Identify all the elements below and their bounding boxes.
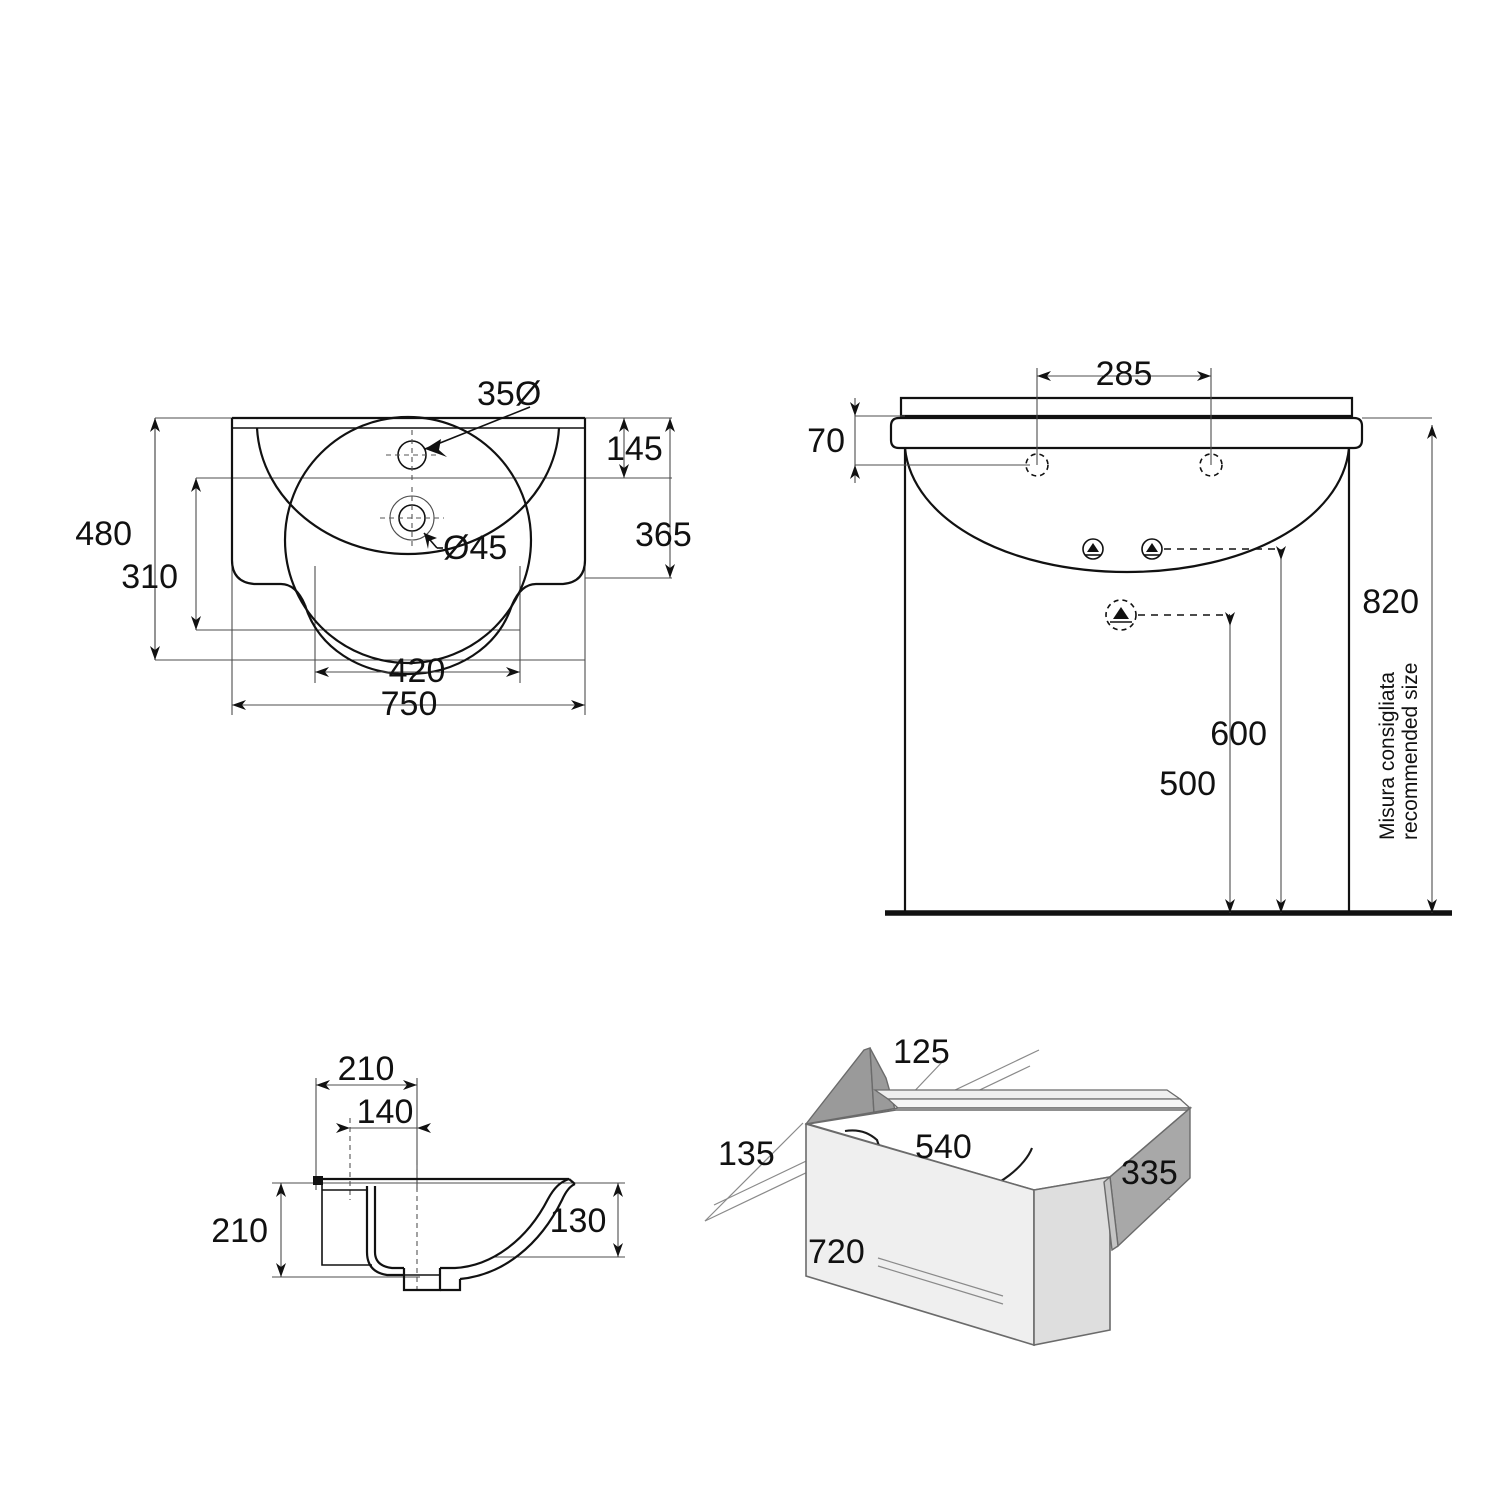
elevation-view-group: 285 70 600 500 <box>807 355 1452 916</box>
plan-basin-outline <box>230 415 587 676</box>
elevation-dim-500-label: 500 <box>1159 765 1216 803</box>
plan-dim-bowl-depth <box>191 478 201 630</box>
cabinet-dim-135-label: 135 <box>718 1135 775 1173</box>
plan-view-group: 35Ø Ø45 480 310 420 <box>75 375 691 723</box>
elevation-dim-600-label: 600 <box>1210 715 1267 753</box>
cabinet-dim-720-label: 720 <box>808 1233 865 1271</box>
elevation-unit-outline <box>903 448 1351 913</box>
elevation-dim-rim-thickness <box>850 398 1030 483</box>
plan-dim-overall-depth <box>150 418 160 660</box>
elevation-dim-supply-height <box>1276 546 1286 913</box>
elevation-waste-symbol <box>1105 599 1137 631</box>
section-dim-210-side-label: 210 <box>211 1212 268 1250</box>
elevation-supply-symbol-left <box>1082 538 1104 560</box>
plan-dim-480-label: 480 <box>75 515 132 553</box>
section-basin-outline <box>313 1176 576 1292</box>
elevation-dim-70-label: 70 <box>807 422 845 460</box>
elevation-dim-waste-height <box>1225 612 1235 913</box>
section-dim-rear-height <box>276 1183 286 1277</box>
cabinet-rear-ledge-2 <box>886 1098 1192 1109</box>
elevation-fixing-hole-right <box>1199 453 1223 477</box>
cabinet-dim-125-label: 125 <box>893 1033 950 1071</box>
elevation-supply-symbol-right <box>1141 538 1163 560</box>
elevation-fixing-hole-left <box>1025 453 1049 477</box>
section-dim-130-label: 130 <box>550 1202 607 1240</box>
section-extension-lines <box>272 1078 625 1290</box>
elevation-dim-285-label: 285 <box>1096 355 1153 393</box>
section-dim-140-label: 140 <box>357 1093 414 1131</box>
elevation-note-english: recommended size <box>1399 663 1422 840</box>
plan-waste-hole <box>380 487 444 550</box>
plan-tap-hole-label: 35Ø <box>477 375 541 413</box>
plan-dim-front-offset <box>665 418 675 578</box>
plan-dim-rear-offset <box>619 418 629 478</box>
cabinet-drawer-groove-1 <box>877 1265 1004 1305</box>
plan-dim-bowl-width <box>315 667 520 677</box>
plan-dim-750-label: 750 <box>381 685 438 723</box>
section-dim-inner-depth <box>336 1123 431 1133</box>
plan-dim-420-label: 420 <box>389 652 446 690</box>
section-view-group: 210 140 <box>211 1050 625 1292</box>
elevation-note-italian: Misura consigliata <box>1376 672 1399 840</box>
cabinet-drawer-groove-2 <box>877 1257 1004 1297</box>
plan-dim-145-label: 145 <box>606 430 663 468</box>
plan-tap-hole-leader <box>424 406 531 457</box>
section-dim-top-depth <box>316 1080 417 1090</box>
plan-dim-310-label: 310 <box>121 558 178 596</box>
plan-tap-hole <box>386 430 438 481</box>
elevation-dim-fixing-centres <box>1036 368 1212 465</box>
section-dim-210-top-label: 210 <box>338 1050 395 1088</box>
cabinet-right-fin-edge <box>1103 1175 1119 1252</box>
cabinet-dim-335-label: 335 <box>1121 1154 1178 1192</box>
elevation-dim-installed-height <box>1362 417 1437 913</box>
elevation-basin-outline <box>889 396 1364 574</box>
plan-dim-overall-width <box>232 700 585 710</box>
plan-waste-hole-leader <box>423 532 443 549</box>
plan-waste-hole-label: Ø45 <box>443 529 507 567</box>
cabinet-front-face <box>1033 1176 1111 1346</box>
cabinet-view-group: 125 135 540 335 720 <box>704 1033 1193 1347</box>
plan-dim-365-label: 365 <box>635 516 692 554</box>
elevation-dim-820-label: 820 <box>1362 583 1419 621</box>
cabinet-rear-ledge <box>872 1089 1183 1100</box>
cabinet-dim-540-label: 540 <box>915 1128 972 1166</box>
section-dim-bowl-height <box>613 1183 623 1257</box>
